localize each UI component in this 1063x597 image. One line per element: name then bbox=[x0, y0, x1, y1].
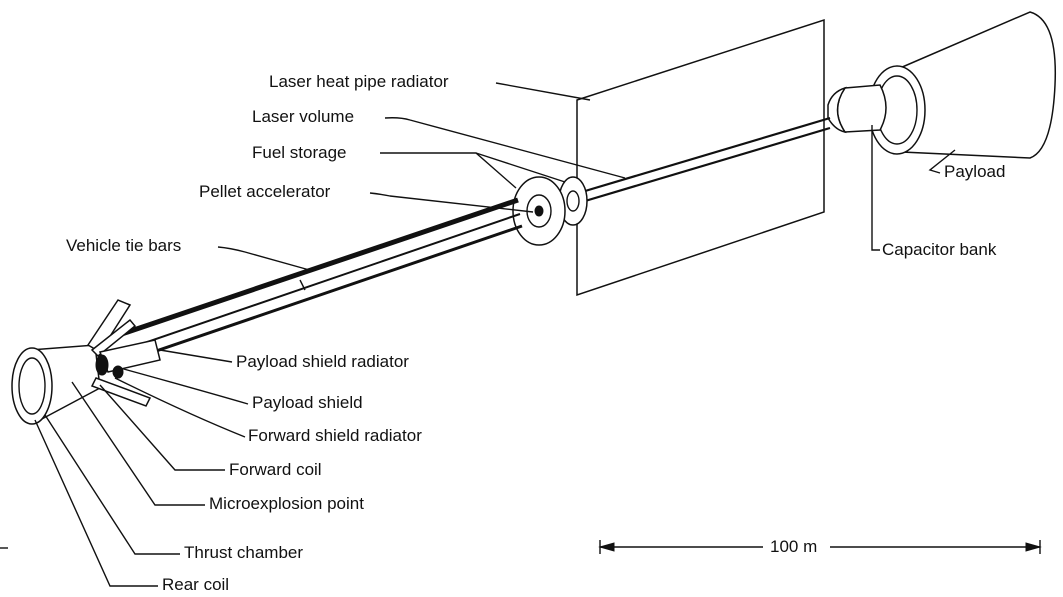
scale-bar bbox=[598, 540, 1042, 554]
label-payload-shield: Payload shield bbox=[252, 393, 363, 412]
capacitor-bank-shape bbox=[827, 84, 887, 134]
fuel-storage-disks bbox=[512, 176, 588, 246]
label-rear-coil: Rear coil bbox=[162, 575, 230, 594]
laser-volume-tube bbox=[574, 116, 831, 206]
vehicle-tie-bars bbox=[109, 197, 523, 364]
label-payload: Payload bbox=[944, 162, 1006, 181]
payload-cylinder bbox=[868, 11, 1057, 159]
label-laser-volume: Laser volume bbox=[252, 107, 355, 126]
scale-bar-label: 100 m bbox=[770, 537, 818, 556]
label-fuel-storage: Fuel storage bbox=[252, 143, 347, 162]
label-pellet-accelerator: Pellet accelerator bbox=[199, 182, 331, 201]
label-thrust-chamber: Thrust chamber bbox=[184, 543, 304, 562]
engine-assembly bbox=[11, 299, 161, 425]
label-forward-coil: Forward coil bbox=[229, 460, 322, 479]
leader-lines bbox=[0, 82, 956, 587]
label-laser-heat-pipe-radiator: Laser heat pipe radiator bbox=[269, 72, 449, 91]
label-vehicle-tie-bars: Vehicle tie bars bbox=[66, 236, 182, 255]
label-microexplosion-point: Microexplosion point bbox=[209, 494, 364, 513]
label-capacitor-bank: Capacitor bank bbox=[882, 240, 997, 259]
label-forward-shield-radiator: Forward shield radiator bbox=[248, 426, 422, 445]
label-payload-shield-radiator: Payload shield radiator bbox=[236, 352, 409, 371]
